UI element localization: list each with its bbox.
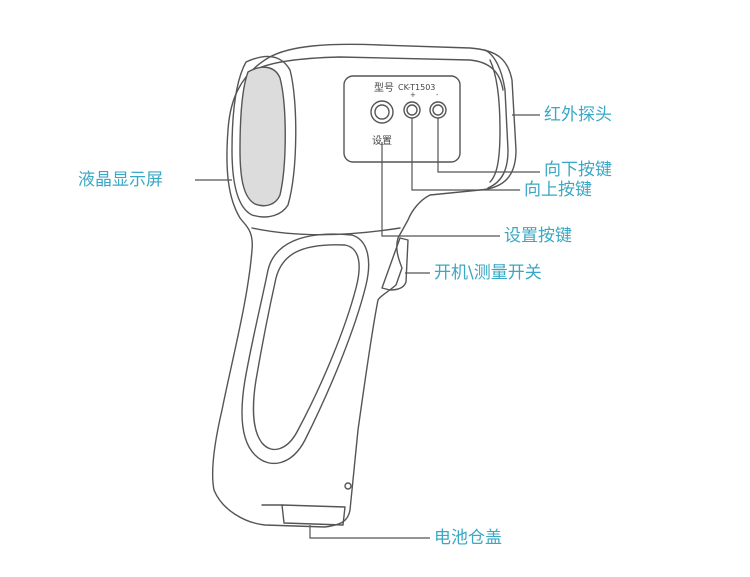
leader-down-button: [437, 118, 540, 173]
model-value: CK-T1503: [398, 83, 435, 92]
down-mark: -: [436, 91, 439, 99]
battery-cover-shape: [281, 504, 346, 526]
trigger-outline: [381, 237, 409, 291]
label-infrared-probe: 红外探头: [544, 105, 612, 125]
grip-inset-outer: [241, 233, 370, 465]
label-set-button: 设置按键: [504, 226, 572, 246]
leader-up-button: [411, 118, 520, 191]
lcd-screen: [239, 66, 286, 207]
probe-cap-inner: [489, 59, 501, 183]
device-body-outline: [211, 43, 517, 528]
label-battery-cover: 电池仓盖: [434, 528, 502, 548]
grip-inset-inner: [252, 244, 360, 451]
label-lcd-screen: 液晶显示屏: [78, 170, 163, 190]
leader-set-button: [381, 142, 500, 237]
label-up-button: 向上按键: [524, 180, 592, 200]
probe-cap-outline: [484, 49, 509, 189]
label-power-measure-switch: 开机\测量开关: [434, 263, 542, 283]
set-label: 设置: [372, 135, 392, 147]
up-mark: +: [410, 91, 416, 99]
label-down-button: 向下按键: [544, 160, 612, 180]
head-inner-edge: [254, 56, 504, 91]
display-bezel: [231, 55, 297, 218]
leader-battery-cover: [309, 525, 430, 539]
control-panel: [343, 75, 461, 163]
model-label: 型号: [374, 81, 394, 94]
set-button-shape: [370, 100, 394, 124]
